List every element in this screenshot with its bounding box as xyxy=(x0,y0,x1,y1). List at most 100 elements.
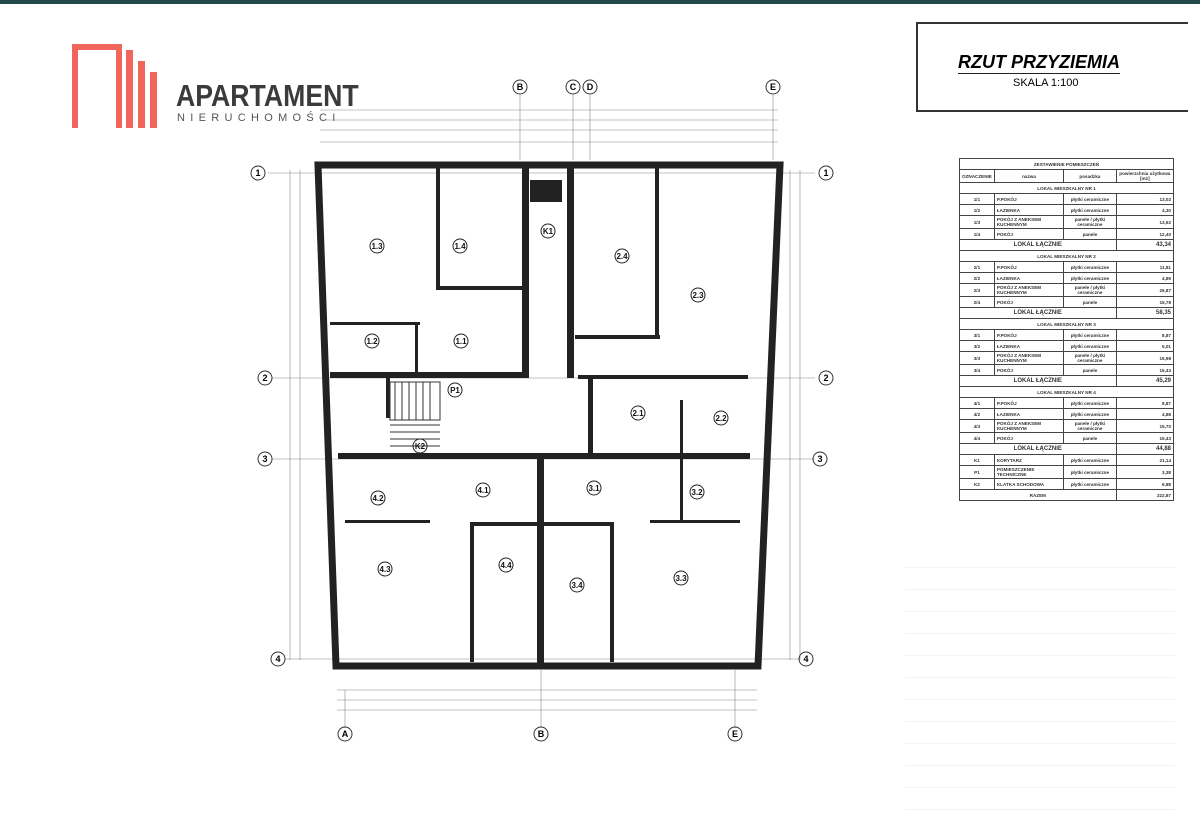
room-floor: płytki ceramiczne xyxy=(1063,261,1117,273)
room-label: K1 xyxy=(543,227,554,236)
room-id: P1 xyxy=(959,465,995,479)
room-area: 11,81 xyxy=(1115,261,1175,273)
room-floor: płytki ceramiczne xyxy=(1063,454,1117,466)
total-value: 45,29 xyxy=(1115,375,1175,387)
room-id: 3/4 xyxy=(959,364,995,376)
room-label: 4.1 xyxy=(477,486,489,495)
room-area: 13,02 xyxy=(1115,193,1175,205)
room-name: POKÓJ xyxy=(993,296,1065,308)
room-name: P.POKÓJ xyxy=(993,261,1065,273)
axis-row-1-right: 1 xyxy=(823,168,828,178)
room-name: KORYTARZ xyxy=(993,454,1065,466)
faded-background-document xyxy=(905,560,1175,810)
room-area: 15,43 xyxy=(1115,364,1175,376)
axis-col-e: E xyxy=(770,82,776,92)
room-name: POKÓJ xyxy=(993,228,1065,240)
axis-row-3-right: 3 xyxy=(817,454,822,464)
room-name: ŁAZIENKA xyxy=(993,408,1065,420)
room-area: 5,01 xyxy=(1115,340,1175,352)
axis-labels xyxy=(250,79,834,742)
room-name: POKÓJ Z ANEKSEM KUCHENNYM xyxy=(993,215,1065,229)
group-name: LOKAL MIESZKALNY NR 3 xyxy=(959,318,1174,330)
room-label: 3.2 xyxy=(691,488,703,497)
axis-col-d: D xyxy=(587,82,594,92)
room-area: 25,87 xyxy=(1115,283,1175,297)
room-floor: płytki ceramiczne xyxy=(1063,340,1117,352)
room-area: 12,40 xyxy=(1115,228,1175,240)
room-schedule-table: ZESTAWIENIE POMIESZCZEŃ OZNACZENIE nazwa… xyxy=(959,158,1175,501)
room-id: 3/3 xyxy=(959,351,995,365)
room-area: 3,38 xyxy=(1115,465,1175,479)
room-label: 1.2 xyxy=(366,337,378,346)
room-floor: panele / płytki ceramiczne xyxy=(1063,351,1117,365)
axis-row-4-right: 4 xyxy=(803,654,808,664)
room-floor: płytki ceramiczne xyxy=(1063,204,1117,216)
room-label: 2.1 xyxy=(632,409,644,418)
table-title: ZESTAWIENIE POMIESZCZEŃ xyxy=(959,158,1174,170)
sum-label: RAZEM xyxy=(959,489,1117,501)
room-floor: płytki ceramiczne xyxy=(1063,193,1117,205)
room-area: 15,78 xyxy=(1115,296,1175,308)
axis-row-3: 3 xyxy=(262,454,267,464)
room-label: 4.2 xyxy=(372,494,384,503)
room-id: 2/2 xyxy=(959,272,995,284)
room-id: K2 xyxy=(959,478,995,490)
room-name: POKÓJ xyxy=(993,364,1065,376)
room-floor: płytki ceramiczne xyxy=(1063,408,1117,420)
room-floor: płytki ceramiczne xyxy=(1063,478,1117,490)
room-floor: płytki ceramiczne xyxy=(1063,465,1117,479)
title-block: RZUT PRZYZIEMIA SKALA 1:100 xyxy=(916,22,1188,112)
room-label: K2 xyxy=(415,442,426,451)
room-name: POKÓJ xyxy=(993,432,1065,444)
axis-row-2: 2 xyxy=(262,373,267,383)
total-label: LOKAL ŁĄCZNIE xyxy=(959,307,1117,319)
room-label: 2.3 xyxy=(692,291,704,300)
room-area: 8,87 xyxy=(1115,397,1175,409)
room-area: 15,98 xyxy=(1115,351,1175,365)
drawing-scale: SKALA 1:100 xyxy=(1013,77,1079,89)
room-name: POKÓJ Z ANEKSEM KUCHENNYM xyxy=(993,351,1065,365)
floor-plan: 1 2 3 4 1 2 3 4 B C D E A B E 1.3 1.4 K1… xyxy=(250,79,834,742)
axis-col-b: B xyxy=(517,82,524,92)
room-floor: płytki ceramiczne xyxy=(1063,272,1117,284)
room-label: 2.4 xyxy=(616,252,628,261)
axis-col-b-bottom: B xyxy=(538,729,545,739)
room-floor: panele / płytki ceramiczne xyxy=(1063,419,1117,433)
room-floor: panele xyxy=(1063,364,1117,376)
room-id: 1/1 xyxy=(959,193,995,205)
header-name: nazwa xyxy=(993,169,1065,183)
room-id: 1/3 xyxy=(959,215,995,229)
axis-col-a: A xyxy=(342,729,349,739)
room-id: 2/3 xyxy=(959,283,995,297)
room-name: ŁAZIENKA xyxy=(993,340,1065,352)
brand-name: APARTAMENT xyxy=(176,78,359,113)
axis-row-4: 4 xyxy=(275,654,280,664)
sum-value: 222,87 xyxy=(1115,489,1175,501)
room-id: 1/4 xyxy=(959,228,995,240)
room-name: POKÓJ Z ANEKSEM KUCHENNYM xyxy=(993,419,1065,433)
room-floor: płytki ceramiczne xyxy=(1063,329,1117,341)
room-area: 15,43 xyxy=(1115,432,1175,444)
room-floor: płytki ceramiczne xyxy=(1063,397,1117,409)
room-area: 4,30 xyxy=(1115,204,1175,216)
stairs xyxy=(389,381,441,447)
axis-row-1: 1 xyxy=(255,168,260,178)
room-label: 1.3 xyxy=(371,242,383,251)
